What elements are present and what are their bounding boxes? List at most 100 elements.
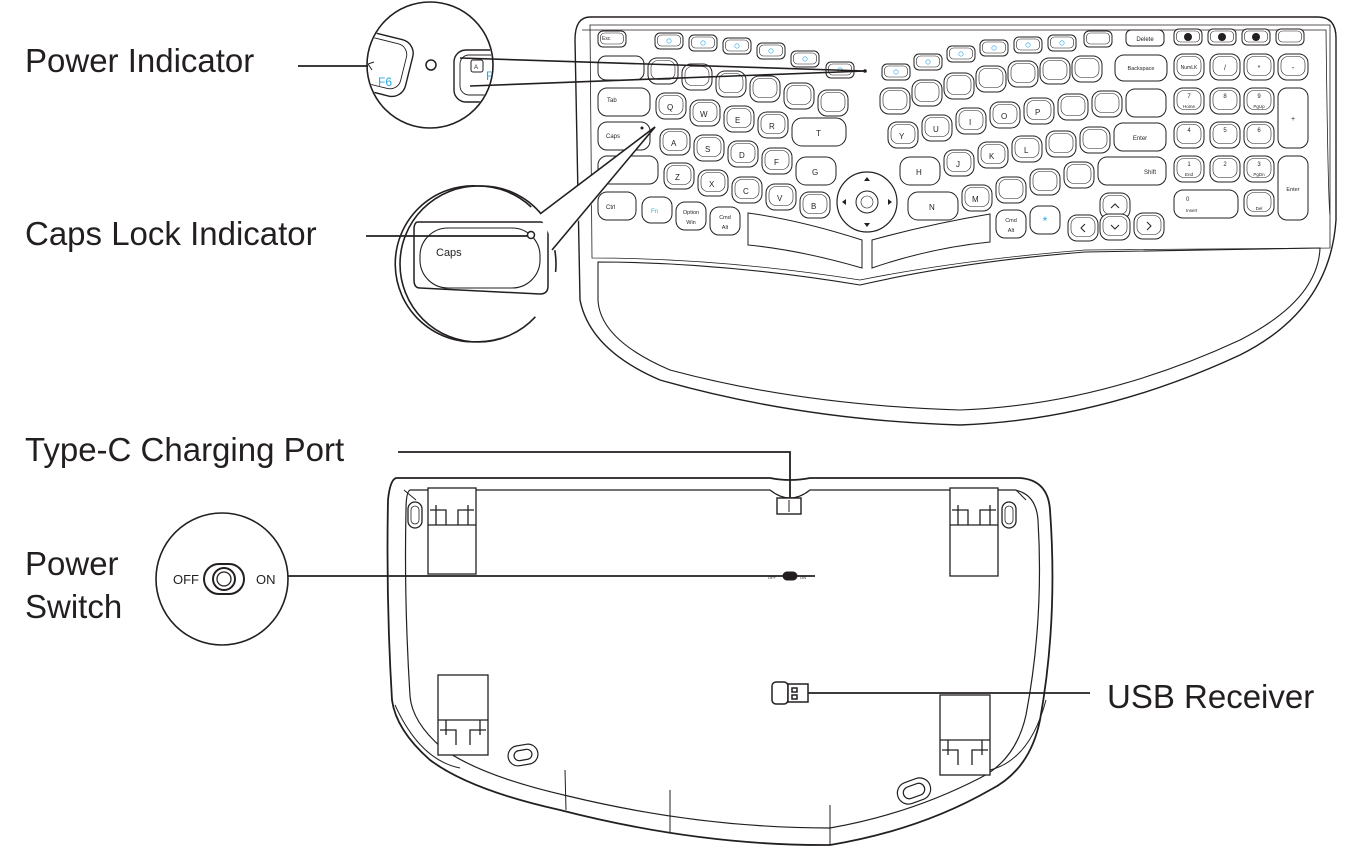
power-indicator-label: Power Indicator — [25, 42, 255, 79]
svg-text:R: R — [769, 122, 775, 131]
svg-text:0: 0 — [1186, 197, 1190, 203]
foot-bottom-left — [437, 674, 489, 756]
svg-text:Option: Option — [683, 210, 699, 216]
svg-text:PgUp: PgUp — [1253, 104, 1265, 109]
svg-text:Shift: Shift — [1144, 170, 1156, 176]
keyboard-top-view — [574, 16, 1337, 426]
svg-text:W: W — [700, 110, 708, 119]
svg-text:3: 3 — [1257, 162, 1261, 168]
svg-text:/: / — [1224, 65, 1226, 72]
power-switch-label-line2: Switch — [25, 588, 123, 625]
svg-text:G: G — [812, 168, 818, 177]
svg-text:-: - — [1292, 63, 1295, 72]
foot-top-left — [427, 487, 477, 575]
svg-text:Esc: Esc — [602, 36, 611, 42]
svg-text:B: B — [811, 202, 816, 211]
svg-text:8: 8 — [1223, 94, 1227, 100]
keyboard-body — [574, 16, 1337, 426]
svg-text:L: L — [1024, 146, 1029, 155]
svg-text:Cmd: Cmd — [1005, 218, 1017, 224]
svg-text:OFF: OFF — [768, 575, 777, 580]
svg-text:N: N — [929, 203, 935, 212]
svg-text:J: J — [956, 160, 960, 169]
keyboard-bottom-view: OFF ON — [386, 477, 1054, 846]
svg-text:Home: Home — [1183, 104, 1196, 109]
svg-text:M: M — [972, 195, 979, 204]
svg-text:Caps: Caps — [606, 134, 620, 140]
media-dial — [836, 171, 898, 233]
svg-text:Caps: Caps — [436, 247, 462, 259]
svg-text:V: V — [777, 194, 783, 203]
right-spacebar — [871, 213, 991, 269]
left-spacebar — [747, 212, 863, 269]
svg-text:ON: ON — [256, 572, 276, 587]
bottom-body-outer — [386, 477, 1054, 846]
usb-receiver-label: USB Receiver — [1107, 678, 1315, 715]
caps-lock-zoom: Caps — [394, 126, 656, 343]
typec-charging-port-label: Type-C Charging Port — [25, 431, 345, 468]
svg-text:6: 6 — [1257, 128, 1261, 134]
svg-text:Enter: Enter — [1286, 187, 1299, 193]
svg-text:NumLK: NumLK — [1181, 65, 1198, 71]
svg-text:+: + — [1291, 116, 1295, 123]
svg-text:F6: F6 — [378, 75, 392, 89]
svg-text:OFF: OFF — [173, 572, 199, 587]
svg-text:PgDn: PgDn — [1253, 172, 1265, 177]
svg-text:E: E — [735, 116, 740, 125]
svg-text:Del: Del — [1256, 206, 1263, 211]
svg-text:H: H — [916, 168, 922, 177]
svg-text:Delete: Delete — [1136, 37, 1154, 43]
svg-text:1: 1 — [1187, 162, 1191, 168]
svg-text:A: A — [671, 139, 677, 148]
svg-text:Fn: Fn — [651, 209, 658, 215]
svg-text:I: I — [969, 118, 971, 127]
svg-text:C: C — [743, 187, 749, 196]
right-alpha-block: Backspace Y U I O P H J K L Enter N M Sh… — [871, 54, 1168, 269]
svg-text:Q: Q — [667, 103, 673, 112]
svg-text:4: 4 — [1187, 128, 1191, 134]
left-alpha-block: Tab Q W E R T Caps A S D F G Z X C V B C… — [597, 55, 863, 269]
svg-text:F7: F7 — [486, 69, 500, 83]
typec-leader — [398, 451, 791, 498]
svg-text:Backspace: Backspace — [1128, 66, 1155, 72]
svg-text:D: D — [739, 151, 745, 160]
svg-text:7: 7 — [1187, 94, 1191, 100]
svg-text:ON: ON — [800, 575, 806, 580]
palm-rest — [597, 247, 1321, 411]
svg-text:Tab: Tab — [607, 98, 617, 104]
svg-text:A: A — [474, 65, 478, 71]
svg-text:Alt: Alt — [722, 225, 729, 231]
svg-text:X: X — [709, 180, 715, 189]
caps-lock-indicator-label: Caps Lock Indicator — [25, 215, 317, 252]
svg-text:Y: Y — [899, 132, 905, 141]
power-indicator-callout-lower — [469, 70, 866, 87]
power-switch-zoom: OFF ON — [155, 512, 289, 646]
svg-text:Win: Win — [686, 220, 695, 226]
foot-top-right — [949, 487, 999, 577]
svg-text:Insert: Insert — [1186, 208, 1198, 213]
screw-hole-left — [507, 743, 539, 767]
svg-text:U: U — [933, 125, 939, 134]
power-indicator-zoom: F6 A F7 — [366, 1, 500, 129]
svg-text:K: K — [989, 152, 995, 161]
svg-text:2: 2 — [1223, 162, 1227, 168]
svg-text:S: S — [705, 145, 710, 154]
function-row-right: Delete — [881, 28, 1305, 81]
power-switch-label-line1: Power — [25, 545, 119, 582]
svg-text:Cmd: Cmd — [719, 215, 731, 221]
svg-text:P: P — [1035, 108, 1040, 117]
power-indicator-callout-upper — [459, 57, 866, 72]
screw-hole-right — [896, 777, 932, 805]
svg-text:*: * — [1258, 65, 1261, 72]
svg-text:5: 5 — [1223, 128, 1227, 134]
svg-text:T: T — [816, 129, 821, 138]
svg-text:Alt: Alt — [1008, 228, 1015, 234]
svg-text:Ctrl: Ctrl — [606, 205, 615, 211]
svg-text:Enter: Enter — [1133, 136, 1147, 142]
svg-text:End: End — [1185, 172, 1194, 177]
usb-receiver-slot — [771, 681, 809, 705]
svg-text:Z: Z — [675, 173, 680, 182]
